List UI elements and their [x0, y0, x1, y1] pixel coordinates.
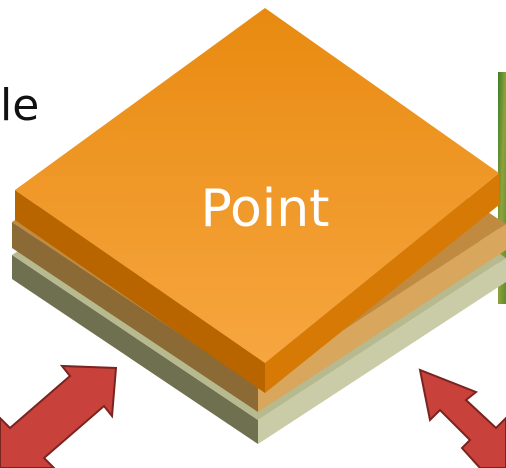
layer-top-left-face	[15, 190, 265, 393]
layer-bottom-left-face	[12, 255, 258, 444]
layer-middle-right-face	[258, 224, 506, 412]
layer-top-right-face	[265, 173, 499, 393]
layer-top-top-face	[15, 8, 499, 363]
layer-top: Point	[15, 8, 499, 393]
layer-middle-left-face	[12, 222, 258, 412]
layer-bottom-right-face	[258, 258, 506, 444]
clipped-slide-text: le	[0, 80, 40, 131]
double-arrow-right	[418, 368, 506, 468]
layer-label: Point	[200, 179, 329, 239]
double-arrow-left	[0, 364, 118, 468]
map-thumbnail	[498, 72, 506, 304]
